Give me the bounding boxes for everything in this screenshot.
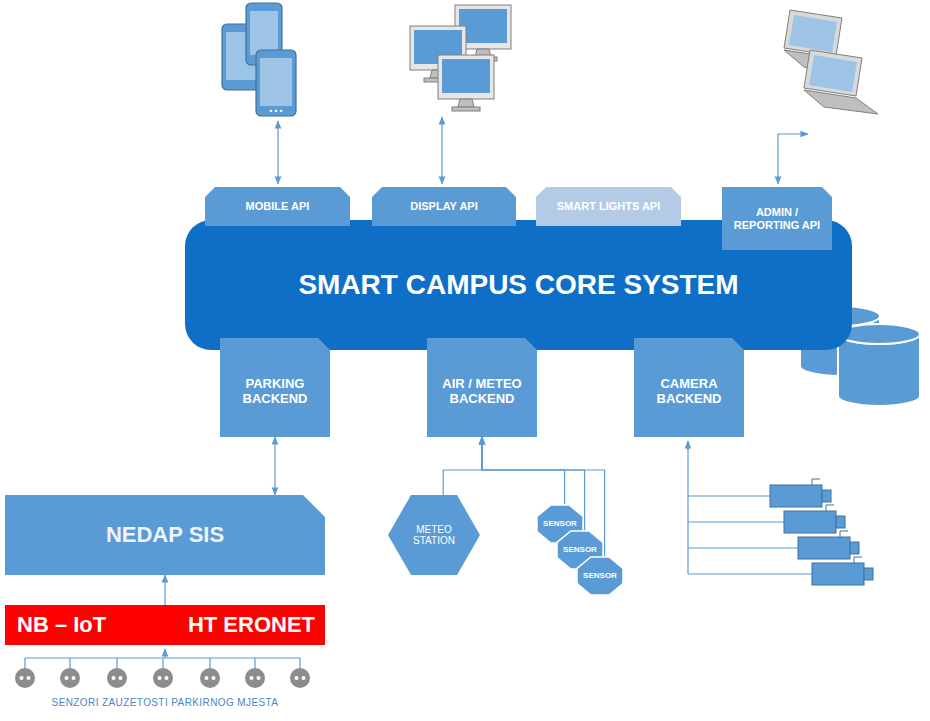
node-text: METEO STATION (404, 524, 464, 547)
outline (5, 605, 325, 645)
camera-icon (784, 505, 845, 533)
outline (205, 187, 350, 226)
connector (443, 437, 482, 495)
camera-arrow (687, 441, 688, 450)
device-link (441, 117, 442, 184)
backend-box: PARKING BACKEND (220, 338, 330, 437)
database-icon (838, 324, 920, 406)
phone-screen (260, 58, 292, 106)
backend-box: AIR / METEO BACKEND (427, 338, 537, 437)
node-content: SENSOR (577, 557, 623, 595)
sensor-caption: SENZORI ZAUZETOSTI PARKIRNOG MJESTA (0, 697, 330, 708)
phone-button (280, 110, 283, 113)
network-band: NB – IoT HT ERONET (5, 605, 325, 645)
node-content: NB – IoT HT ERONET (5, 605, 325, 645)
node-text: SENSOR (563, 545, 597, 554)
outline (577, 557, 623, 595)
connector (164, 575, 165, 605)
device-link (277, 121, 278, 184)
node-content: NEDAP SIS (5, 495, 325, 575)
node-content: METEO STATION (388, 495, 480, 575)
station-hexagon: METEO STATION (388, 495, 480, 575)
outline (634, 338, 744, 437)
laptop-icon (804, 50, 878, 114)
node-content: MOBILE API (205, 187, 350, 226)
phone-button (275, 110, 278, 113)
node-text: MOBILE API (246, 200, 310, 213)
camera-icon (770, 479, 831, 507)
api-tab: SMART LIGHTS API (536, 187, 681, 226)
connector (274, 437, 275, 495)
outline (536, 187, 681, 226)
sensor-arrow (164, 649, 165, 658)
camera-icon (812, 557, 873, 585)
outline (185, 220, 852, 350)
outline (372, 187, 516, 226)
node-content: ADMIN / REPORTING API (722, 187, 832, 250)
node-text: NEDAP SIS (106, 522, 224, 547)
camera-icon (798, 531, 859, 559)
sensor-wires (25, 658, 300, 668)
node-content: DISPLAY API (372, 187, 516, 226)
node-text: ADMIN / REPORTING API (730, 206, 824, 231)
node-text: SMART LIGHTS API (557, 200, 660, 213)
monitor-icon (438, 55, 494, 111)
node-text: SENSOR (543, 519, 577, 528)
node-text: SMART CAMPUS CORE SYSTEM (298, 269, 738, 301)
api-tab: DISPLAY API (372, 187, 516, 226)
outline (220, 338, 330, 437)
system-box: NEDAP SIS (5, 495, 325, 575)
phone-icons (222, 3, 296, 116)
node-text: PARKING BACKEND (228, 377, 322, 407)
node-content: AIR / METEO BACKEND (427, 338, 537, 437)
parking-sensor-dots (15, 668, 310, 688)
sensor-octagon: SENSOR (577, 557, 623, 595)
node-text: DISPLAY API (410, 200, 477, 213)
node-text: HT ERONET (188, 612, 315, 637)
node-text: CAMERA BACKEND (642, 377, 736, 407)
outline (388, 495, 480, 575)
backend-box: CAMERA BACKEND (634, 338, 744, 437)
phone-screen (250, 11, 278, 55)
outline (5, 495, 325, 575)
api-tab: MOBILE API (205, 187, 350, 226)
api-tab: ADMIN / REPORTING API (722, 187, 832, 250)
node-content: CAMERA BACKEND (634, 338, 744, 437)
device-link (778, 134, 808, 184)
node-content: SMART LIGHTS API (536, 187, 681, 226)
phone-button (270, 110, 273, 113)
node-text: SENSOR (583, 571, 617, 580)
node-text: AIR / METEO BACKEND (435, 377, 529, 407)
outline (427, 338, 537, 437)
node-text: NB – IoT (17, 612, 106, 637)
phone (256, 50, 296, 116)
node-content: PARKING BACKEND (220, 338, 330, 437)
connector (482, 437, 565, 505)
outline (722, 187, 832, 250)
